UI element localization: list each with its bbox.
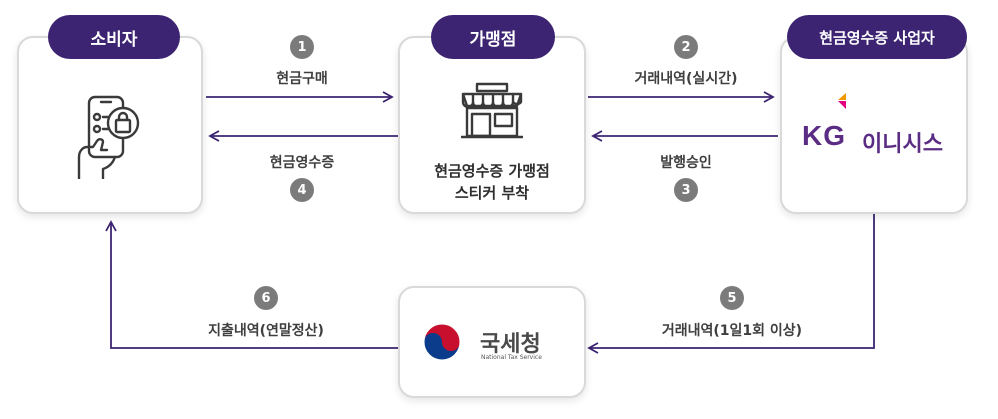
step-3-label: 발행승인 <box>660 155 712 171</box>
merchant-caption-line2: 스티커 부착 <box>454 184 530 202</box>
step-3-number: 3 <box>674 178 698 202</box>
step-4-label: 현금영수증 <box>269 155 335 171</box>
consumer-label: 소비자 <box>48 15 180 59</box>
nts-subname: National Tax Service <box>481 354 542 361</box>
step-4-number: 4 <box>290 178 314 202</box>
step-2-number: 2 <box>674 35 698 59</box>
merchant-caption-line1: 현금영수증 가맹점 <box>434 162 550 180</box>
step-6-label: 지출내역(연말정산) <box>208 323 324 339</box>
merchant-card: 현금영수증 가맹점 스티커 부착 <box>398 36 586 214</box>
store-icon <box>461 82 523 139</box>
kg-logo-mark-icon <box>838 93 846 109</box>
step-1-label: 현금구매 <box>276 71 328 87</box>
step-5-number: 5 <box>720 286 744 310</box>
step-6-number: 6 <box>254 286 278 310</box>
step-5-label: 거래내역(1일1회 이상) <box>661 323 803 339</box>
provider-card: KG 이니시스 <box>780 36 968 214</box>
merchant-label: 가맹점 <box>431 15 555 59</box>
provider-label: 현금영수증 사업자 <box>787 15 967 59</box>
taegeuk-emblem-icon <box>423 323 461 361</box>
arrow-step-5 <box>587 214 875 354</box>
consumer-card <box>17 36 203 214</box>
step-1-number: 1 <box>290 35 314 59</box>
step-2-label: 거래내역(실시간) <box>634 71 738 87</box>
mobile-shopping-icon <box>77 95 140 179</box>
arrow-step-6 <box>105 220 398 349</box>
nts-name: 국세청 <box>480 332 541 357</box>
kg-logo-text: KG <box>802 120 846 151</box>
inicis-logo-text: 이니시스 <box>862 132 943 157</box>
nts-card: 국세청 National Tax Service <box>398 286 586 398</box>
